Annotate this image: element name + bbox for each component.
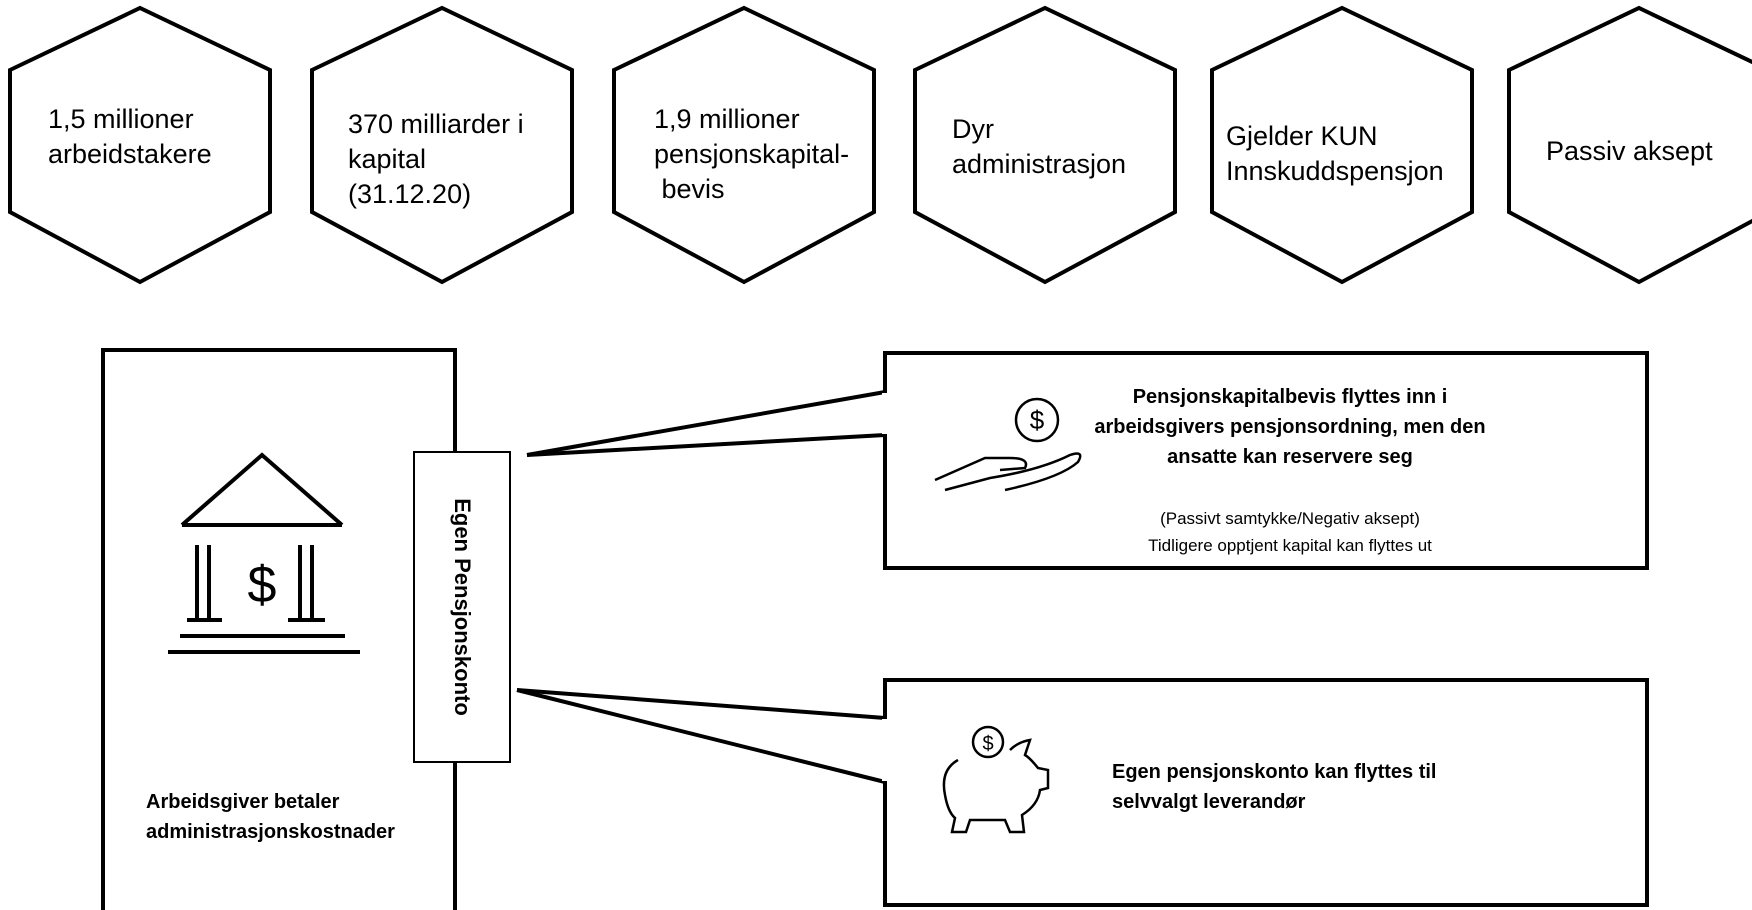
hexagon-2-line-3: (31.12.20) bbox=[348, 179, 471, 209]
callout-bottom-title-line-1: Egen pensjonskonto kan flyttes til bbox=[1112, 761, 1437, 783]
hexagon-2-line-1: 370 milliarder i bbox=[348, 109, 524, 139]
hexagon-1: 1,5 millioner arbeidstakere bbox=[8, 5, 272, 285]
connector-bottom bbox=[516, 688, 886, 784]
hexagon-6: Passiv aksept bbox=[1507, 5, 1752, 285]
hand-coin-icon bbox=[934, 397, 1082, 492]
coin-dollar: $ bbox=[1030, 405, 1045, 435]
hexagon-2-line-2: kapital bbox=[348, 144, 426, 174]
callout-bottom: $ Egen pensjonskonto kan flyttes til sel… bbox=[882, 678, 1649, 907]
employer-caption-line-2: administrasjonskostnader bbox=[146, 821, 395, 843]
hexagon-5-line-1: Gjelder KUN bbox=[1226, 121, 1378, 151]
hexagon-1-line-1: 1,5 millioner bbox=[48, 104, 194, 134]
callout-top-note-line-1: (Passivt samtykke/Negativ aksept) bbox=[1160, 509, 1420, 528]
hexagon-4-line-2: administrasjon bbox=[952, 149, 1126, 179]
hexagon-4: Dyr administrasjon bbox=[913, 5, 1177, 285]
callout-top-note-line-2: Tidligere opptjent kapital kan flyttes u… bbox=[1148, 536, 1432, 555]
pension-account-tab: Egen Pensjonskonto bbox=[413, 451, 511, 763]
hexagon-2: 370 milliarder i kapital (31.12.20) bbox=[310, 5, 574, 285]
callout-bottom-title-line-2: selvvalgt leverandør bbox=[1112, 791, 1306, 813]
employer-caption-line-1: Arbeidsgiver betaler bbox=[146, 791, 340, 813]
hexagon-5-line-2: Innskuddspensjon bbox=[1226, 156, 1444, 186]
hexagon-3: 1,9 millioner pensjonskapital- bevis bbox=[612, 5, 876, 285]
bank-icon bbox=[168, 452, 360, 654]
pension-account-tab-label: Egen Pensjonskonto bbox=[450, 498, 475, 716]
piggy-bank-icon bbox=[942, 725, 1050, 834]
hexagon-3-line-3: bevis bbox=[654, 174, 725, 204]
dollar-sign: $ bbox=[248, 556, 277, 614]
callout-top-title-line-1: Pensjonskapitalbevis flyttes inn i bbox=[1133, 386, 1448, 408]
hexagon-3-line-1: 1,9 millioner bbox=[654, 104, 800, 134]
callout-top-title-line-2: arbeidsgivers pensjonsordning, men den bbox=[1094, 416, 1485, 438]
callout-top: $ Pensjonskapitalbevis flyttes inn i arb… bbox=[882, 351, 1649, 570]
hexagon-4-line-1: Dyr bbox=[952, 114, 994, 144]
hexagon-3-line-2: pensjonskapital- bbox=[654, 139, 849, 169]
hexagon-6-line-1: Passiv aksept bbox=[1546, 136, 1713, 166]
employer-box: $ Arbeidsgiver betaler administrasjonsko… bbox=[101, 348, 457, 910]
hexagon-1-line-2: arbeidstakere bbox=[48, 139, 212, 169]
piggy-dollar: $ bbox=[982, 733, 993, 755]
hexagon-5: Gjelder KUN Innskuddspensjon bbox=[1210, 5, 1474, 285]
connector-top bbox=[526, 390, 886, 457]
callout-top-title-line-3: ansatte kan reservere seg bbox=[1167, 446, 1413, 468]
